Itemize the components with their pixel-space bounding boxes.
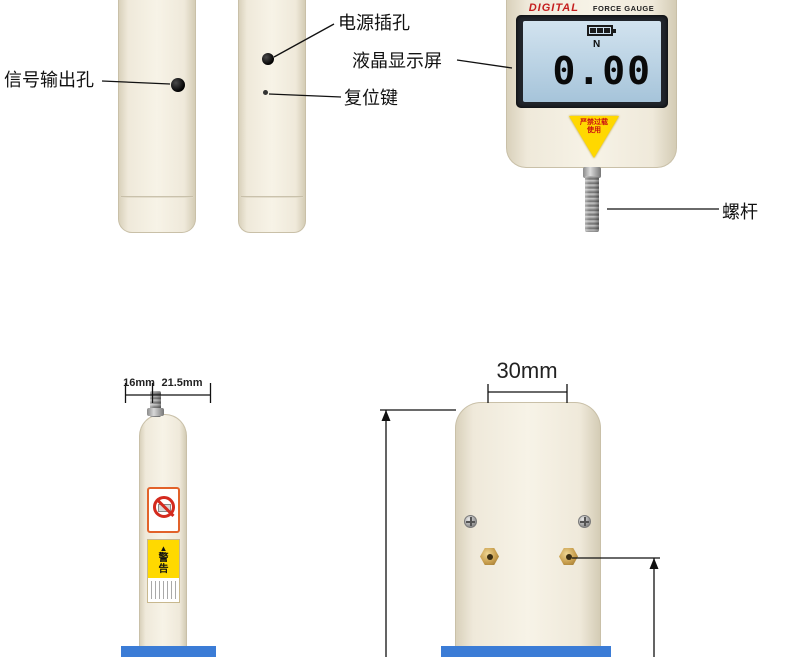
battery-level-icon bbox=[587, 25, 616, 36]
lcd-unit: N bbox=[593, 39, 601, 50]
dimension-16mm: 16mm bbox=[123, 377, 155, 389]
no-battery-prohibition-icon bbox=[152, 496, 175, 518]
gauge-side-view-right bbox=[238, 0, 306, 233]
label-power-socket: 电源插孔 bbox=[338, 13, 410, 33]
brand-row: DIGITAL FORCE GAUGE bbox=[507, 2, 676, 14]
reset-key-hole bbox=[263, 90, 268, 95]
case-seam bbox=[121, 196, 193, 198]
battery-prohibition-sticker bbox=[147, 487, 180, 533]
signal-output-hole bbox=[171, 78, 185, 92]
gauge-back-view bbox=[455, 402, 601, 657]
rod-collar bbox=[583, 167, 601, 178]
screw-rod bbox=[585, 176, 599, 232]
label-signal-output: 信号输出孔 bbox=[4, 70, 94, 90]
warning-title: 警告 bbox=[158, 552, 169, 575]
phillips-screw-right bbox=[578, 515, 591, 528]
dimension-21-5mm: 21.5mm bbox=[161, 377, 203, 389]
warning-sticker: ▲ 警告 bbox=[147, 539, 180, 603]
brand-force-gauge: FORCE GAUGE bbox=[592, 4, 655, 13]
warning-fineprint bbox=[151, 581, 176, 599]
platform-strip-left bbox=[121, 646, 216, 657]
brand-digital: DIGITAL bbox=[528, 2, 579, 14]
overload-warning-text: 严禁过载 使用 bbox=[569, 119, 619, 135]
top-rod-collar bbox=[147, 408, 164, 416]
lcd-reading: 0.00 bbox=[552, 49, 652, 93]
gauge-side-view-dimensioned: ▲ 警告 bbox=[139, 414, 187, 657]
lcd-bezel: N 0.00 bbox=[516, 15, 668, 108]
lcd-display: N 0.00 bbox=[523, 21, 661, 102]
overload-warning-triangle-icon bbox=[569, 116, 619, 158]
hex-nut-right bbox=[559, 548, 578, 565]
top-screw-rod bbox=[150, 391, 161, 417]
platform-strip-right bbox=[441, 646, 611, 657]
label-reset-key: 复位键 bbox=[344, 88, 398, 108]
hex-nut-left bbox=[480, 548, 499, 565]
label-lcd-screen: 液晶显示屏 bbox=[352, 51, 442, 71]
gauge-side-view-left bbox=[118, 0, 196, 233]
dimension-30mm: 30mm bbox=[496, 358, 558, 383]
gauge-front-view: DIGITAL FORCE GAUGE N 0.00 严禁过载 使用 bbox=[506, 0, 677, 168]
case-seam bbox=[241, 196, 303, 198]
warning-triangle-icon: ▲ bbox=[159, 543, 168, 553]
power-socket-hole bbox=[262, 53, 274, 65]
phillips-screw-left bbox=[464, 515, 477, 528]
warning-sticker-header: ▲ 警告 bbox=[148, 540, 179, 578]
overload-line-2: 使用 bbox=[587, 127, 601, 134]
overload-line-1: 严禁过载 bbox=[580, 119, 608, 126]
label-screw-rod: 螺杆 bbox=[722, 202, 758, 222]
